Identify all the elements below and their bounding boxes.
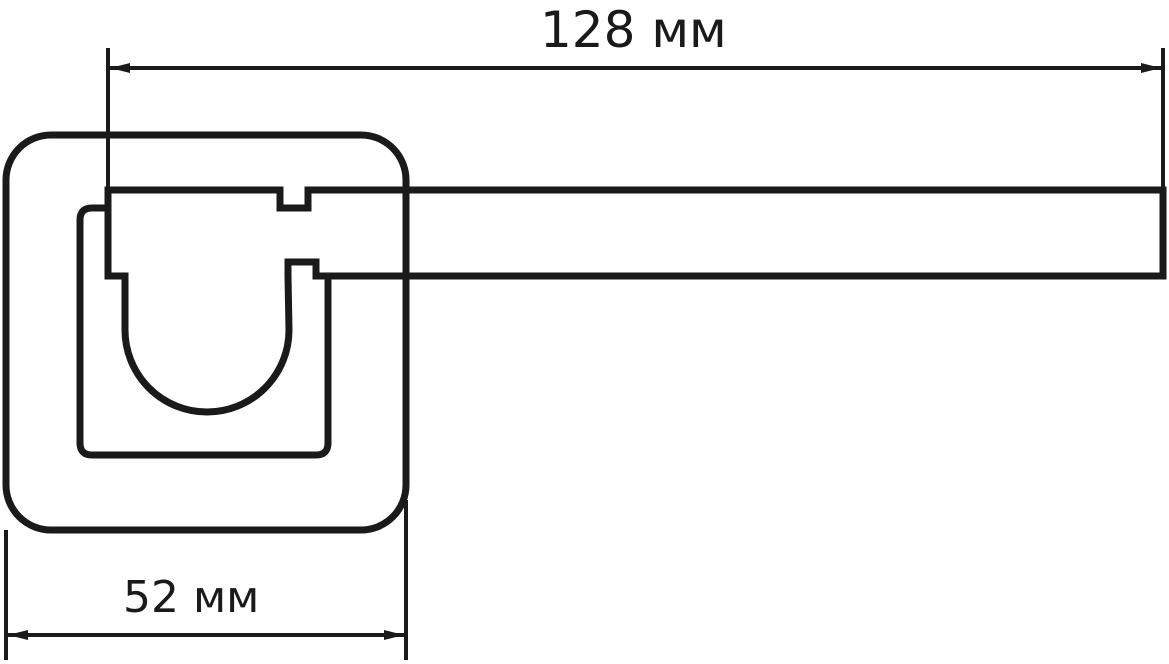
- length-dimension-label: 128 мм: [540, 1, 727, 59]
- rosette-outer: [2, 131, 410, 534]
- width-dimension-label: 52 мм: [123, 572, 260, 623]
- rosette-inner: [76, 204, 332, 459]
- handle-lever: [104, 186, 1167, 416]
